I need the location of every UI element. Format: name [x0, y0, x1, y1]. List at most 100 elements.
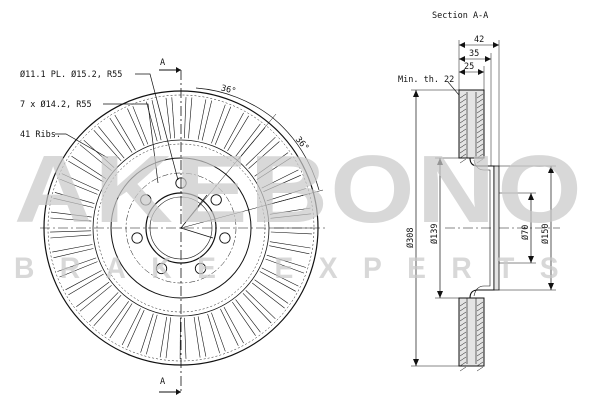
bolt-hole — [131, 232, 143, 244]
front-view — [40, 67, 325, 395]
callout-bolt-holes: Ø11.1 PL. Ø15.2, R55 — [20, 69, 122, 80]
hatch-line — [459, 123, 467, 129]
rib-line — [266, 188, 306, 202]
hatch-line — [476, 301, 484, 307]
hat-outer-circle — [110, 157, 252, 299]
rib-line — [254, 152, 289, 177]
rib-line — [269, 207, 311, 215]
rib-line — [211, 104, 226, 144]
rib-line — [109, 303, 133, 339]
rib-line — [93, 295, 122, 326]
rib-line — [214, 106, 232, 145]
hatch-line — [476, 316, 484, 322]
rib-line — [252, 282, 285, 309]
rib-line — [104, 301, 129, 335]
hatch-line — [476, 341, 484, 347]
rib-line — [57, 257, 97, 272]
rib-line — [132, 106, 149, 145]
hatch-line — [459, 356, 467, 362]
rib-line — [50, 230, 92, 233]
rib-line — [79, 144, 112, 171]
rib-line — [109, 117, 133, 153]
rib-line — [232, 301, 256, 336]
rib-line — [127, 309, 145, 348]
rib-line — [197, 99, 207, 140]
hatch-line — [459, 306, 467, 312]
rib-line — [65, 270, 102, 291]
section-marker-bottom: A — [160, 377, 165, 387]
bolt-hole — [175, 177, 187, 189]
section-title: Section A-A — [432, 11, 488, 21]
rib-line — [89, 292, 119, 323]
center-bore — [145, 192, 217, 264]
hatch-line — [459, 341, 467, 347]
rib-line — [127, 108, 145, 147]
rib-line — [270, 231, 312, 235]
hatch-line — [459, 301, 467, 307]
rib-line — [184, 317, 187, 359]
rib-line — [261, 267, 299, 287]
rib-line — [270, 213, 312, 219]
hatch-line — [476, 128, 484, 134]
hatch-line — [459, 118, 467, 124]
rib-line — [193, 316, 201, 358]
dia-139: Ø139 — [429, 224, 440, 244]
angle-label-1: 36° — [220, 83, 237, 96]
hatch-line — [459, 153, 467, 159]
rib-line — [201, 100, 212, 141]
section-view — [411, 40, 560, 372]
rib-line — [269, 245, 310, 255]
bolt-hole — [155, 262, 168, 275]
rib-line — [261, 169, 299, 189]
hatch-line — [476, 336, 484, 342]
dim-35: 35 — [469, 49, 479, 59]
hatch-line — [476, 311, 484, 317]
rib-line — [171, 97, 175, 139]
rib-line — [146, 314, 158, 355]
hatch-line — [476, 133, 484, 139]
hatch-line — [459, 133, 467, 139]
rib-line — [242, 293, 272, 324]
rib-line — [68, 160, 104, 183]
rib-line — [256, 157, 292, 180]
rib-line — [159, 316, 167, 358]
hatch-line — [459, 98, 467, 104]
rib-line — [50, 234, 92, 239]
rib-line — [165, 317, 171, 359]
rib-line — [114, 114, 136, 151]
bolt-hole — [194, 262, 207, 275]
dim-25: 25 — [464, 62, 474, 72]
hatch-line — [459, 361, 467, 367]
rib-line — [245, 136, 276, 166]
rib-line — [263, 174, 302, 192]
watermark-brand: AKEBONO — [14, 136, 584, 243]
rib-line — [83, 139, 115, 168]
vent-ribs — [50, 97, 312, 360]
rib-line — [146, 101, 158, 142]
hatch-line — [476, 123, 484, 129]
hatch-line — [459, 336, 467, 342]
rib-line — [266, 254, 306, 268]
rib-line — [223, 112, 244, 150]
hatch-line — [476, 143, 484, 149]
hatch-line — [476, 113, 484, 119]
hatch-line — [459, 148, 467, 154]
hatch-line — [459, 158, 467, 164]
hatch-line — [476, 103, 484, 109]
callout-holes: 7 x Ø14.2, R55 — [20, 99, 92, 110]
rib-line — [50, 211, 92, 218]
hatch-line — [459, 366, 467, 372]
hatch-line — [459, 331, 467, 337]
rib-line — [227, 115, 249, 152]
hatch-line — [476, 306, 484, 312]
rib-line — [76, 281, 110, 307]
hatch-line — [459, 311, 467, 317]
hatch-line — [476, 346, 484, 352]
rib-line — [54, 192, 95, 204]
hatch-line — [476, 321, 484, 327]
hatch-line — [459, 128, 467, 134]
rib-line — [220, 308, 239, 346]
hatch-line — [459, 143, 467, 149]
rib-line — [61, 173, 100, 191]
